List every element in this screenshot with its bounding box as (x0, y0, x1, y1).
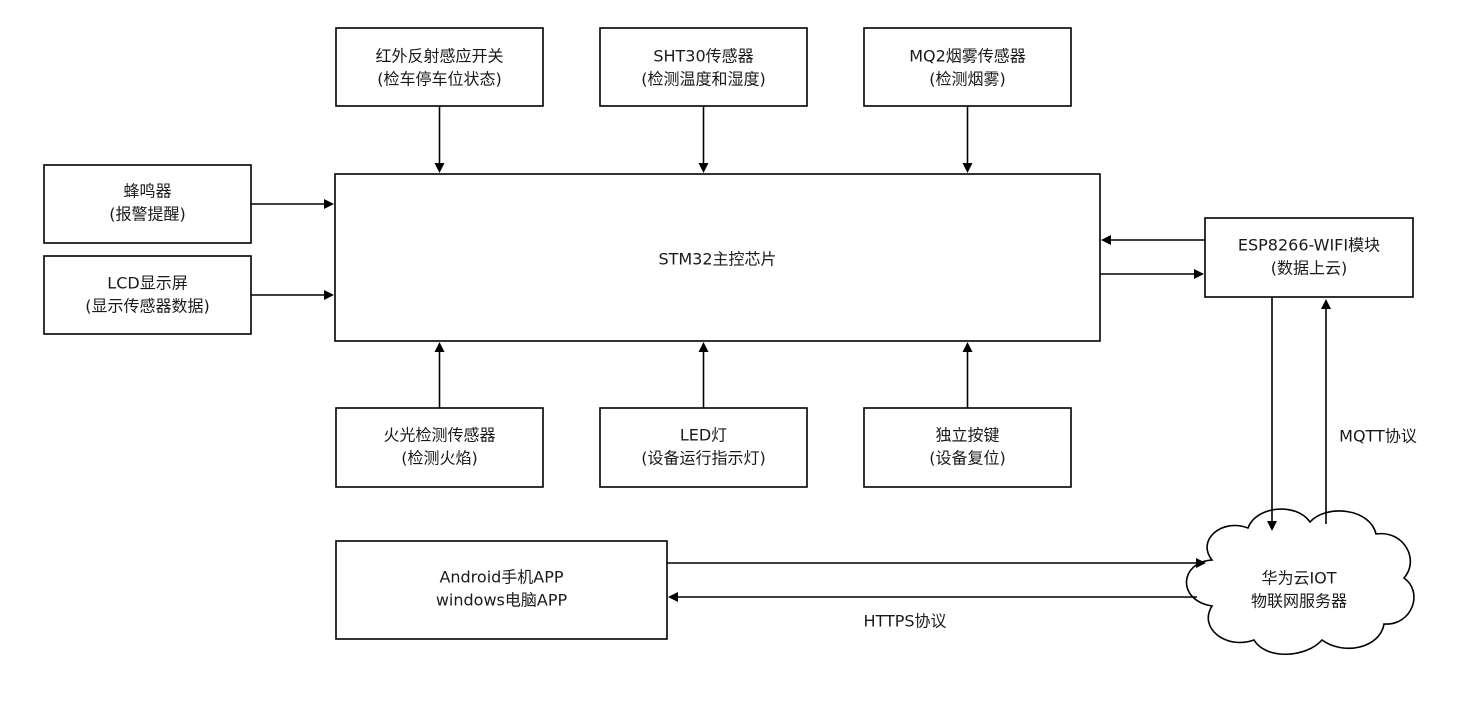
node-esp8266-box (1204, 217, 1414, 298)
node-lcd-box (43, 255, 252, 335)
edge-label-https: HTTPS协议 (863, 612, 946, 631)
node-sht30-title: SHT30传感器 (653, 47, 753, 66)
node-key: 独立按键 (设备复位) (863, 407, 1072, 488)
node-ir-switch-title: 红外反射感应开关 (375, 47, 503, 66)
edge-cloud-to-app (668, 592, 1197, 602)
node-app-box (335, 540, 668, 640)
edge-app-to-cloud (667, 558, 1206, 568)
node-esp8266-title: ESP8266-WIFI模块 (1238, 236, 1380, 255)
node-ir-switch-box (335, 27, 544, 107)
edge-esp8266-to-stm32 (1101, 235, 1205, 245)
node-buzzer-box (43, 164, 252, 244)
node-stm32-box (334, 173, 1101, 342)
node-led-title: LED灯 (680, 426, 727, 445)
node-key-subtitle: (设备复位) (929, 449, 1006, 468)
node-buzzer: 蜂鸣器 (报警提醒) (43, 164, 252, 244)
node-mq2-title: MQ2烟雾传感器 (909, 47, 1026, 66)
cloud-shape (1185, 508, 1415, 656)
node-sht30-subtitle: (检测温度和湿度) (641, 70, 766, 89)
node-key-title: 独立按键 (935, 426, 999, 445)
node-lcd-title: LCD显示屏 (107, 274, 187, 293)
edge-flame-to-stm32 (434, 342, 445, 408)
edge-ir-to-stm32 (434, 106, 445, 173)
edge-esp8266-to-cloud (1267, 297, 1277, 531)
node-flame-title: 火光检测传感器 (383, 426, 495, 445)
node-stm32-title: STM32主控芯片 (658, 250, 776, 269)
edge-lcd-to-stm32 (251, 290, 334, 300)
node-flame-subtitle: (检测火焰) (401, 449, 478, 468)
node-flame: 火光检测传感器 (检测火焰) (335, 407, 544, 488)
node-cloud-subtitle: 物联网服务器 (1251, 592, 1347, 611)
node-app-title: Android手机APP (439, 568, 563, 587)
node-ir-switch: 红外反射感应开关 (检车停车位状态) (335, 27, 544, 107)
node-mq2-box (863, 27, 1072, 107)
node-lcd: LCD显示屏 (显示传感器数据) (43, 255, 252, 335)
edge-mq2-to-stm32 (962, 106, 973, 173)
node-lcd-subtitle: (显示传感器数据) (85, 297, 210, 316)
node-flame-box (335, 407, 544, 488)
edge-buzzer-to-stm32 (251, 199, 334, 209)
node-app: Android手机APP windows电脑APP (335, 540, 668, 640)
node-sht30: SHT30传感器 (检测温度和湿度) (599, 27, 808, 107)
edge-key-to-stm32 (962, 342, 973, 408)
node-ir-switch-subtitle: (检车停车位状态) (377, 70, 502, 89)
edge-stm32-to-esp8266 (1100, 269, 1204, 279)
node-buzzer-title: 蜂鸣器 (123, 182, 171, 201)
edge-label-mqtt: MQTT协议 (1339, 427, 1417, 446)
node-cloud: 华为云IOT 物联网服务器 (1185, 508, 1415, 656)
node-app-subtitle: windows电脑APP (436, 591, 568, 610)
node-buzzer-subtitle: (报警提醒) (109, 205, 186, 224)
edge-cloud-to-esp8266 (1321, 299, 1331, 524)
node-cloud-title: 华为云IOT (1261, 569, 1336, 588)
node-esp8266: ESP8266-WIFI模块 (数据上云) (1204, 217, 1414, 298)
node-led-box (599, 407, 808, 488)
node-led-subtitle: (设备运行指示灯) (641, 449, 766, 468)
edge-led-to-stm32 (698, 342, 709, 408)
node-mq2-subtitle: (检测烟雾) (929, 70, 1006, 89)
node-led: LED灯 (设备运行指示灯) (599, 407, 808, 488)
node-sht30-box (599, 27, 808, 107)
edge-sht30-to-stm32 (698, 106, 709, 173)
node-mq2: MQ2烟雾传感器 (检测烟雾) (863, 27, 1072, 107)
node-key-box (863, 407, 1072, 488)
node-esp8266-subtitle: (数据上云) (1271, 259, 1348, 278)
node-stm32: STM32主控芯片 (334, 173, 1101, 342)
